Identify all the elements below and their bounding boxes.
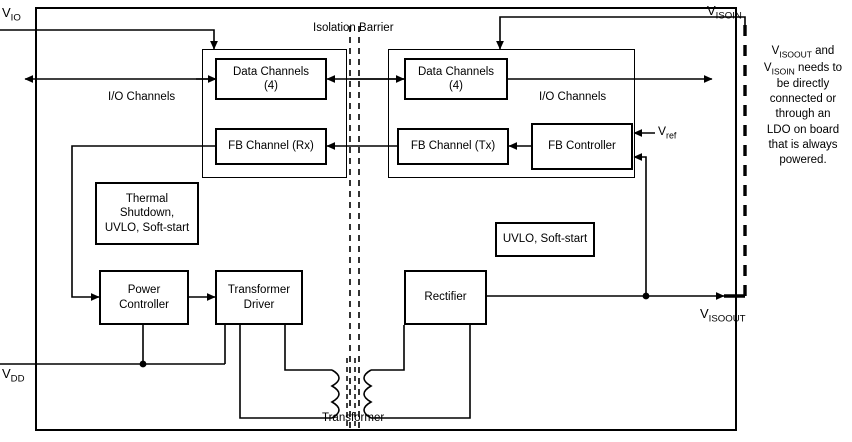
vio-prefix: V bbox=[2, 5, 11, 20]
data-channels-left-line2: (4) bbox=[263, 80, 279, 92]
power-controller-text: Power Controller bbox=[119, 283, 169, 312]
pin-label-vdd: VDD bbox=[2, 366, 25, 385]
thermal-shutdown-text: Thermal Shutdown, UVLO, Soft-start bbox=[105, 192, 189, 235]
data-channels-right-line1: Data Channels bbox=[417, 65, 495, 78]
note-line1-rest: and bbox=[811, 45, 835, 57]
note-line8: powered. bbox=[779, 153, 827, 166]
note-line7: that is always bbox=[768, 138, 838, 151]
label-io-channels-left: I/O Channels bbox=[108, 91, 176, 103]
transformer-driver-line2: Driver bbox=[243, 298, 275, 311]
block-thermal-shutdown-uvlo-softstart[interactable]: Thermal Shutdown, UVLO, Soft-start bbox=[95, 182, 199, 245]
left-side-channel-group bbox=[202, 49, 347, 178]
label-transformer: Transformer bbox=[322, 412, 385, 424]
power-controller-line1: Power bbox=[127, 284, 161, 297]
right-side-channel-group bbox=[388, 49, 635, 178]
data-channels-left-line1: Data Channels bbox=[232, 65, 310, 78]
thermal-line1: Thermal bbox=[125, 192, 169, 205]
note-line6: LDO on board bbox=[766, 123, 840, 136]
note-line2-rest: needs to bbox=[794, 61, 843, 74]
note-line1-sub: ISOOUT bbox=[779, 49, 812, 60]
block-data-channels-right[interactable]: Data Channels (4) bbox=[404, 58, 508, 100]
note-line2-prefix: V bbox=[763, 61, 772, 74]
note-line4: connected or bbox=[769, 93, 837, 106]
data-channels-right-line2: (4) bbox=[448, 80, 464, 92]
vdd-prefix: V bbox=[2, 366, 11, 381]
pin-label-vio: VIO bbox=[2, 5, 21, 24]
visoin-prefix: V bbox=[707, 3, 716, 18]
power-controller-line2: Controller bbox=[119, 298, 169, 311]
note-line5: through an bbox=[775, 108, 831, 121]
block-data-channels-left-text: Data Channels (4) bbox=[233, 65, 309, 94]
vio-sub: IO bbox=[10, 12, 21, 24]
note-line1-prefix: V bbox=[771, 45, 780, 57]
vdd-sub: DD bbox=[10, 373, 25, 385]
note-line2-sub: ISOIN bbox=[771, 65, 795, 76]
pin-label-visoout: VISOOUT bbox=[700, 306, 746, 325]
block-uvlo-soft-start[interactable]: UVLO, Soft-start bbox=[495, 222, 595, 257]
note-line3: be directly bbox=[776, 78, 830, 91]
transformer-driver-text: Transformer Driver bbox=[228, 283, 290, 312]
note-visoout-visoin-connection: VISOOUT and VISOIN needs to be directly … bbox=[756, 44, 850, 168]
thermal-line3: UVLO, Soft-start bbox=[104, 221, 190, 234]
visoout-sub: ISOOUT bbox=[708, 313, 746, 325]
block-data-channels-left[interactable]: Data Channels (4) bbox=[215, 58, 327, 100]
block-rectifier[interactable]: Rectifier bbox=[404, 270, 487, 325]
label-isolation-barrier: Isolation Barrier bbox=[313, 22, 394, 34]
vref-sub: ref bbox=[666, 130, 677, 141]
visoin-sub: ISOIN bbox=[715, 10, 742, 22]
block-fb-channel-tx[interactable]: FB Channel (Tx) bbox=[397, 128, 509, 165]
vref-prefix: V bbox=[658, 124, 667, 138]
label-io-channels-right: I/O Channels bbox=[539, 91, 607, 103]
visoout-prefix: V bbox=[700, 306, 709, 321]
thermal-line2: Shutdown, bbox=[119, 207, 175, 220]
block-data-channels-right-text: Data Channels (4) bbox=[418, 65, 494, 94]
block-transformer-driver[interactable]: Transformer Driver bbox=[215, 270, 303, 325]
block-fb-channel-rx[interactable]: FB Channel (Rx) bbox=[215, 128, 327, 165]
pin-label-visoin: VISOIN bbox=[707, 3, 742, 22]
pin-label-vref: Vref bbox=[658, 124, 676, 140]
transformer-driver-line1: Transformer bbox=[227, 284, 291, 297]
block-fb-controller[interactable]: FB Controller bbox=[531, 123, 633, 170]
block-power-controller[interactable]: Power Controller bbox=[99, 270, 189, 325]
